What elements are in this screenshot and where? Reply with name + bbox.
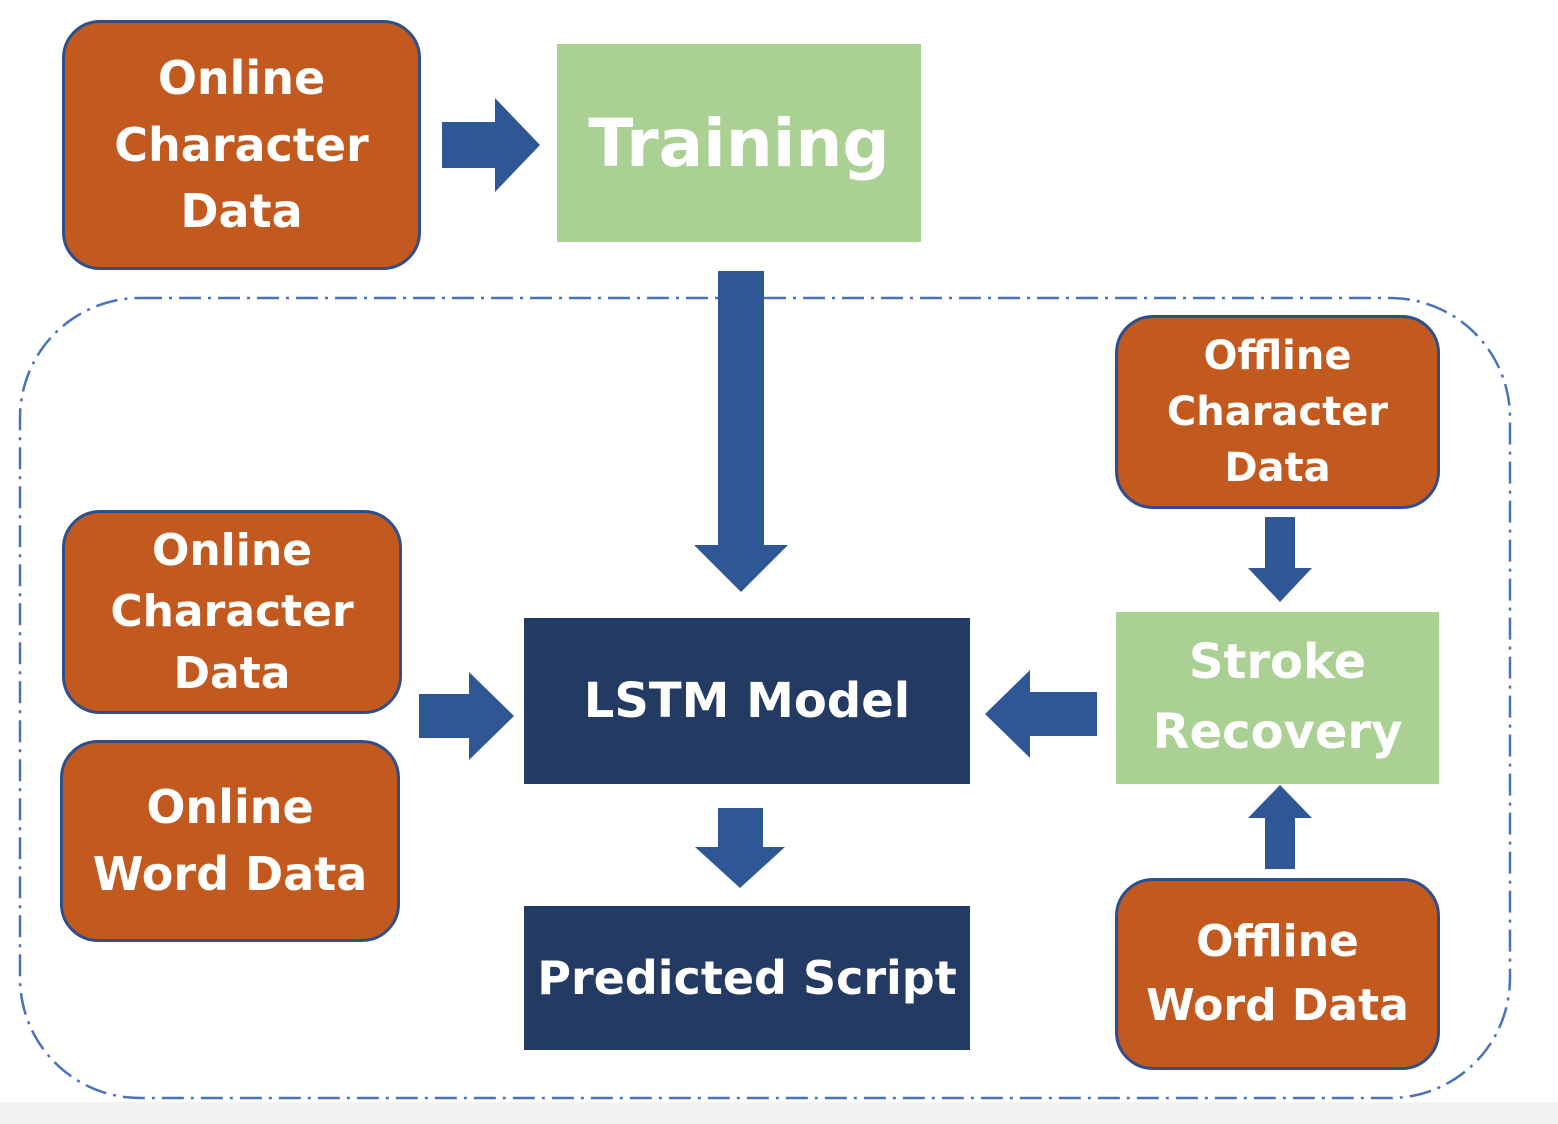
bottom-strip (0, 1102, 1558, 1124)
arrow-to-training (442, 98, 540, 192)
lstm-model-box: LSTM Model (524, 618, 970, 784)
predicted-script-box: Predicted Script (524, 906, 970, 1050)
dashed-region-border (18, 296, 1512, 1100)
offline-character-data-box: Offline Character Data (1115, 315, 1440, 509)
arrow-offline-word-to-stroke (1248, 785, 1312, 869)
arrow-stroke-to-lstm (985, 670, 1097, 758)
training-box: Training (557, 44, 921, 242)
arrow-training-to-lstm (694, 271, 788, 592)
online-character-data-top-box: Online Character Data (62, 20, 421, 270)
online-word-data-box: Online Word Data (60, 740, 400, 942)
offline-word-data-box: Offline Word Data (1115, 878, 1440, 1070)
online-character-data-left-box: Online Character Data (62, 510, 402, 714)
arrow-lstm-to-script (695, 808, 785, 888)
arrow-offline-char-to-stroke (1248, 517, 1312, 602)
arrow-online-to-lstm (419, 672, 514, 760)
stroke-recovery-box: Stroke Recovery (1116, 612, 1439, 784)
